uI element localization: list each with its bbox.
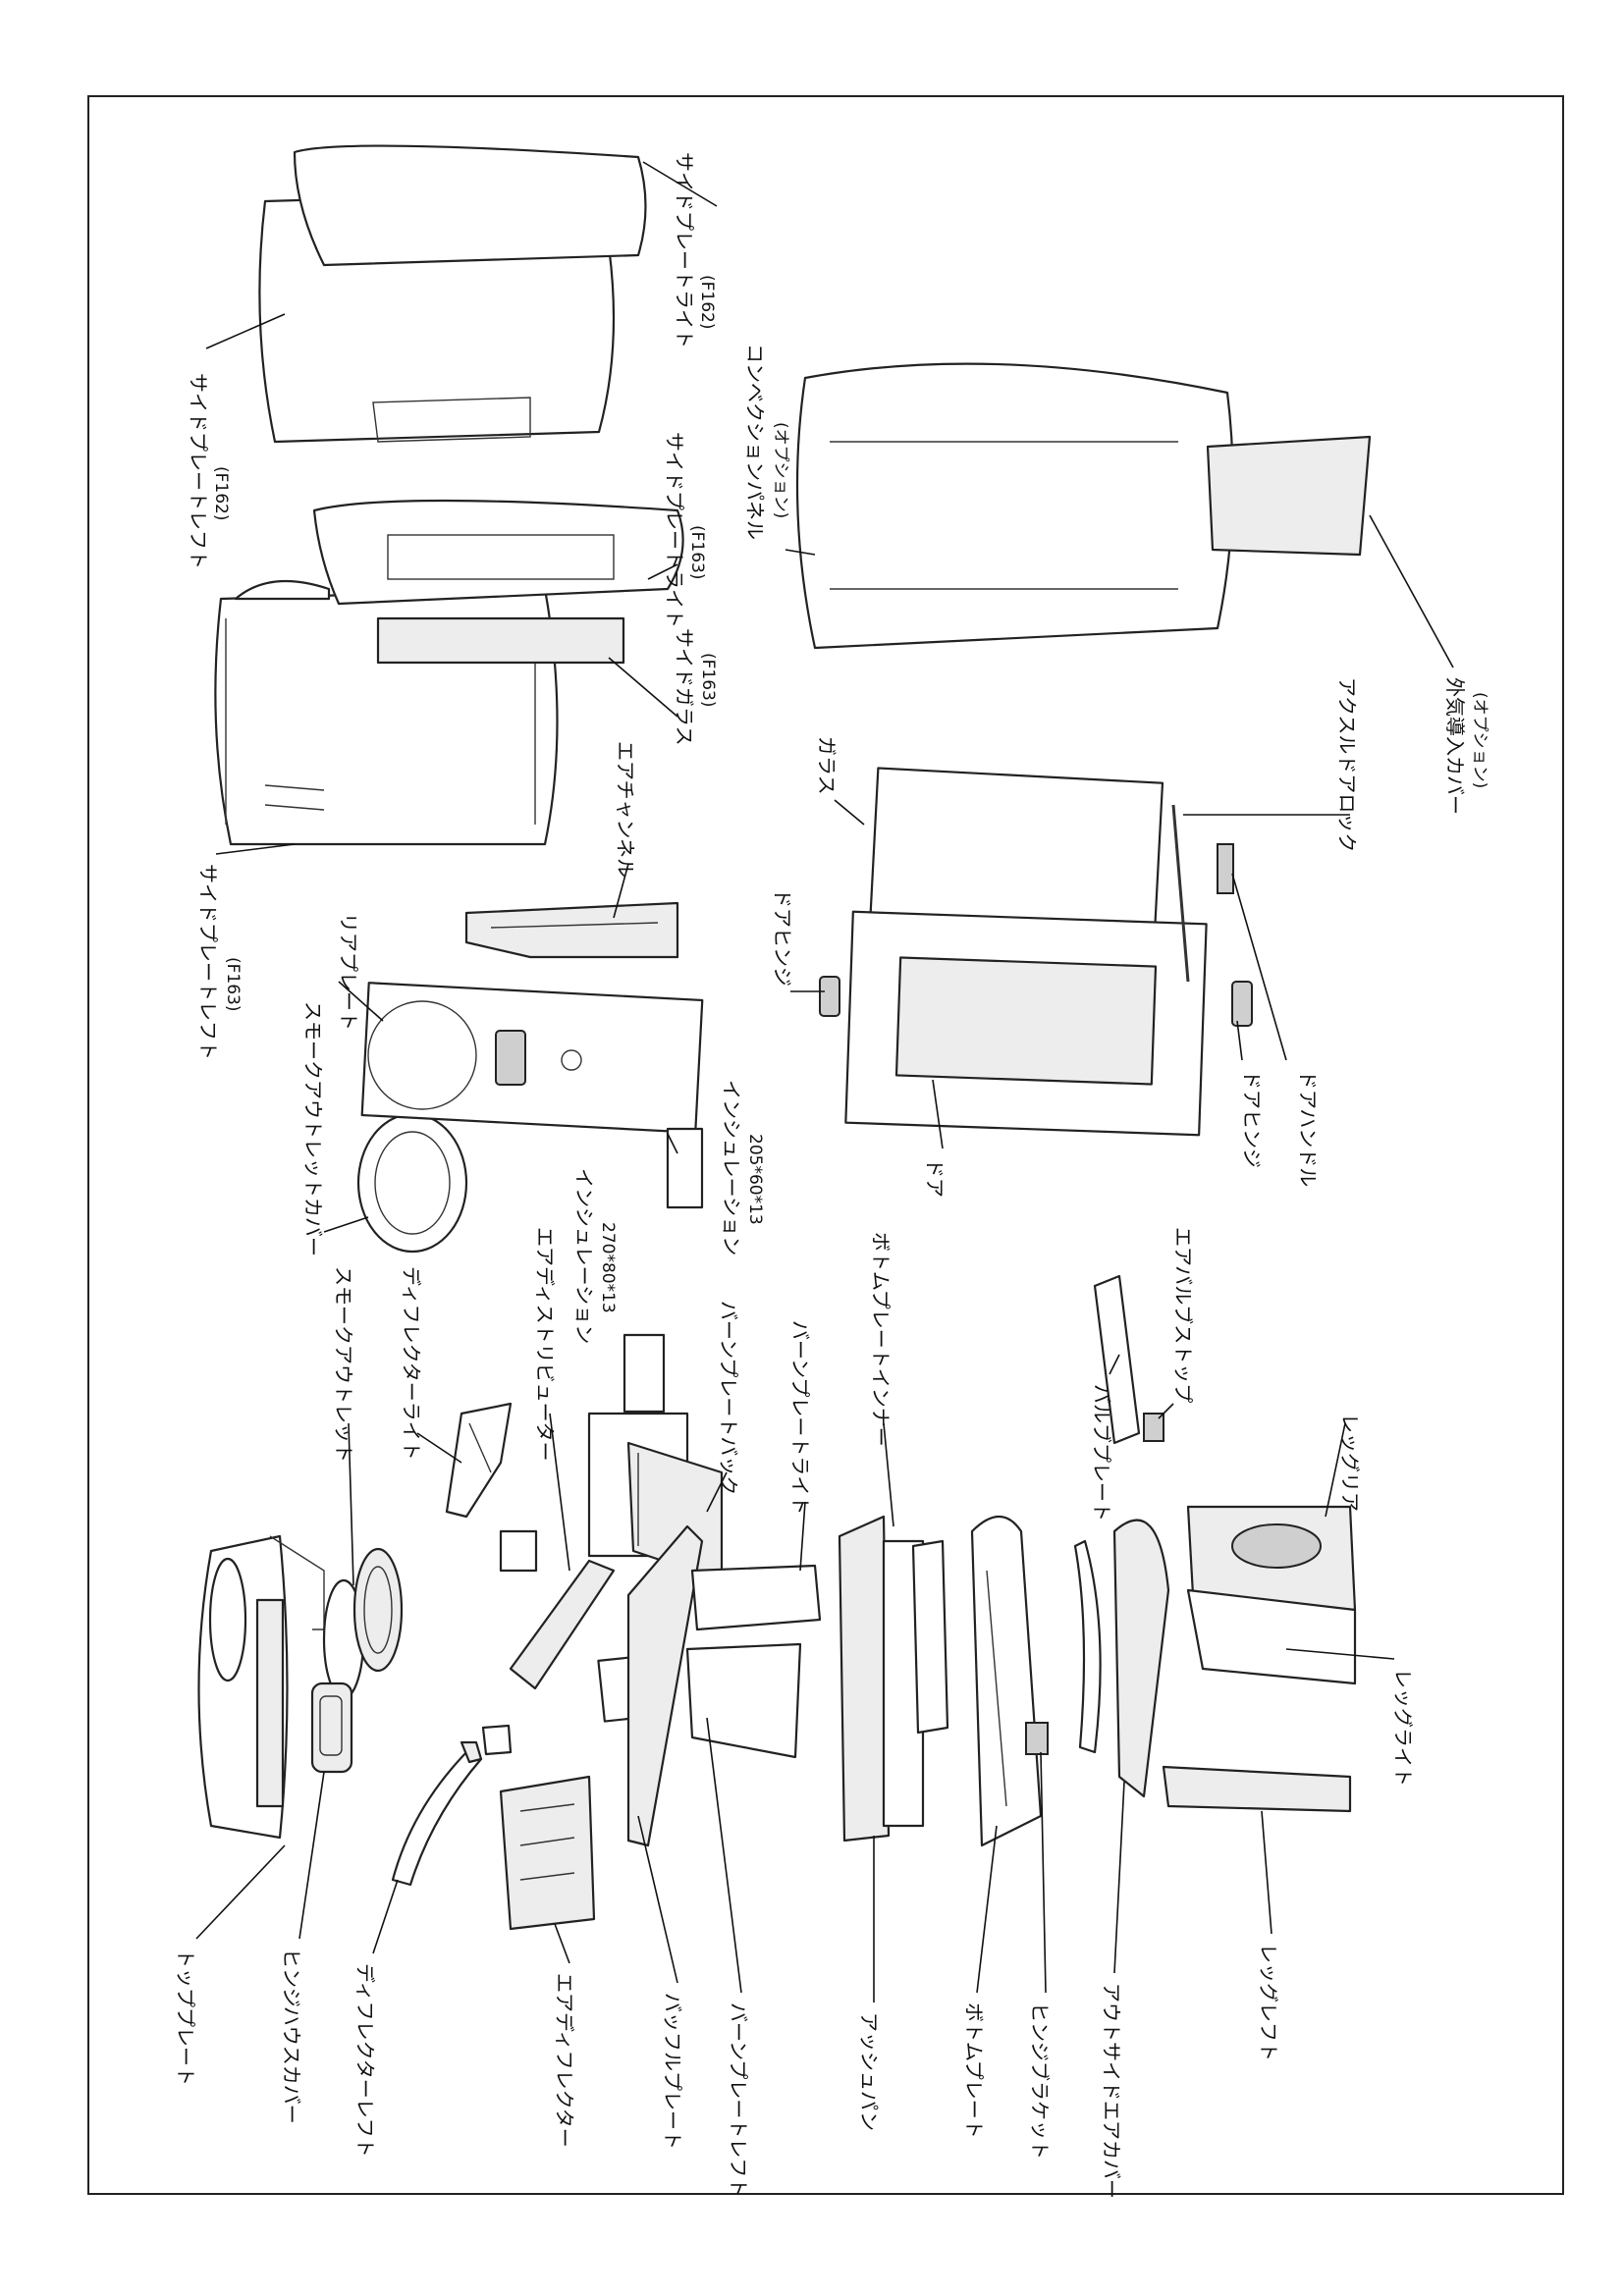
top-plate-part	[197, 1534, 334, 1840]
outside-air-cover-part	[1073, 1519, 1170, 1798]
label-convection-panel: コンベクションパネル	[743, 344, 767, 540]
label-air-channel: エアチャンネル	[614, 741, 637, 878]
air-distributor-part	[499, 1529, 647, 1723]
leader-lines	[195, 161, 1454, 2002]
label-door: ドア	[923, 1158, 947, 1198]
side-plate-right-f162-part	[293, 144, 647, 267]
leg-rear-part	[1186, 1505, 1357, 1612]
label-rear-plate: リアプレート	[337, 913, 360, 1031]
baffle-plate-part	[626, 1524, 704, 1847]
rear-plate-part	[360, 982, 704, 1134]
bottom-plate-inner-part	[911, 1539, 949, 1735]
hinge-bracket-part	[1025, 1722, 1049, 1755]
deflector-right-part	[445, 1402, 513, 1519]
burn-plate-right-part	[690, 1564, 822, 1631]
label-air-deflector: エアディフレクター	[553, 1973, 576, 2148]
label-leg-left: レッグレフト	[1257, 1944, 1280, 2061]
ash-pan-part	[838, 1515, 925, 1842]
door-hinge-b-part	[1231, 981, 1253, 1027]
label-side-plate-right-f163: サイドプレートライト	[663, 432, 686, 628]
air-deflector-part	[481, 1724, 596, 1931]
burn-plate-back-part	[587, 1412, 724, 1582]
label-side-plate-left-f163: サイドプレートレフト	[196, 864, 220, 1060]
label-door-handle: ドアハンドル	[1296, 1070, 1320, 1187]
label-insulation-b-size: 205*60*13	[745, 1134, 765, 1225]
label-side-plate-left-f162: サイドプレートレフト	[187, 373, 210, 569]
label-door-hinge-b: ドアヒンジ	[1240, 1070, 1264, 1168]
label-side-plate-right-f162-code: (F162)	[697, 275, 717, 330]
label-burn-plate-left: バーンプレートレフト	[727, 2002, 750, 2197]
label-side-glass-code: (F163)	[698, 653, 718, 708]
label-outside-air-intake-cover-note: (オプション)	[1470, 692, 1489, 788]
label-glass: ガラス	[815, 736, 839, 795]
label-bottom-plate: ボトムプレート	[962, 2002, 986, 2139]
door-hinge-a-part	[819, 976, 840, 1017]
label-side-plate-right-f162: サイドプレートライト	[673, 152, 696, 348]
label-insulation-b: インシュレーション	[720, 1080, 743, 1255]
label-air-distributor: エアディストリビューター	[533, 1227, 557, 1462]
label-deflector-right: ディフレクターライト	[400, 1266, 423, 1461]
air-valve-stop-part	[1143, 1413, 1164, 1442]
label-burn-plate-right: バーンプレートライト	[788, 1320, 812, 1515]
label-leg-right: レッグライト	[1391, 1669, 1415, 1787]
label-axle-rod-lock: アクスルドアロック	[1335, 677, 1359, 852]
label-baffle-plate: バッフルプレート	[661, 1993, 684, 2150]
axle-rod-part	[1171, 804, 1190, 983]
labels: トッププレート ヒンジハウスカバー ディフレクターレフト エアディフレクター バ…	[174, 152, 1489, 2199]
convection-panel-part	[795, 362, 1234, 650]
label-air-valve-stop: エアバルブストップ	[1171, 1227, 1195, 1403]
deflector-left-part	[391, 1740, 483, 1887]
outside-air-intake-cover-part	[1206, 435, 1372, 557]
label-insulation-a-size: 270*80*13	[598, 1222, 618, 1313]
label-door-hinge-a: ドアヒンジ	[771, 888, 794, 987]
insulation-205-part	[666, 1127, 704, 1209]
leg-right-part	[1186, 1588, 1357, 1685]
smoke-outlet-part	[322, 1547, 404, 1700]
label-leg-rear: レッグリア	[1338, 1414, 1362, 1512]
label-side-plate-left-f163-code: (F163)	[223, 957, 243, 1012]
side-plate-right-f163-part	[312, 499, 684, 606]
side-glass-part	[376, 616, 625, 665]
label-top-plate: トッププレート	[174, 1949, 197, 2086]
air-channel-part	[464, 901, 679, 959]
burn-plate-left-part	[685, 1642, 802, 1759]
label-side-plate-left-f162-code: (F162)	[211, 466, 231, 521]
label-bottom-plate-inner: ボトムプレートインナー	[869, 1232, 893, 1447]
label-side-glass: サイドガラス	[673, 628, 696, 746]
drawing-frame	[87, 95, 1564, 2195]
door-handle-part	[1217, 843, 1234, 894]
label-ash-pan: アッシュパン	[857, 2012, 881, 2131]
insulation-270-part	[623, 1333, 666, 1414]
bottom-plate-part	[970, 1516, 1043, 1847]
label-hinge-house-cover: ヒンジハウスカバー	[280, 1949, 303, 2124]
door-part	[844, 910, 1208, 1137]
label-outside-air-intake-cover: 外気導入カバー	[1443, 677, 1467, 815]
label-insulation-a: インシュレーション	[572, 1168, 596, 1344]
leg-left-part	[1162, 1765, 1352, 1813]
label-burn-plate-back: バーンプレートバック	[717, 1301, 740, 1495]
label-hinge-bracket: ヒンジブラケット	[1028, 2002, 1052, 2160]
label-convection-panel-note: (オプション)	[771, 422, 790, 518]
label-valve-plate: バルブプレート	[1090, 1384, 1113, 1522]
label-side-plate-right-f163-code: (F163)	[687, 525, 707, 580]
hinge-house-cover-part	[310, 1682, 353, 1774]
label-deflector-left: ディフレクターレフト	[353, 1963, 377, 2158]
label-smoke-outlet-cover: スモークアウトレットカバー	[301, 1001, 325, 1256]
label-outside-air-cover: アウトサイドエアカバー	[1100, 1983, 1123, 2199]
label-smoke-outlet: スモークアウトレット	[332, 1266, 355, 1463]
smoke-outlet-cover-part	[356, 1112, 468, 1254]
